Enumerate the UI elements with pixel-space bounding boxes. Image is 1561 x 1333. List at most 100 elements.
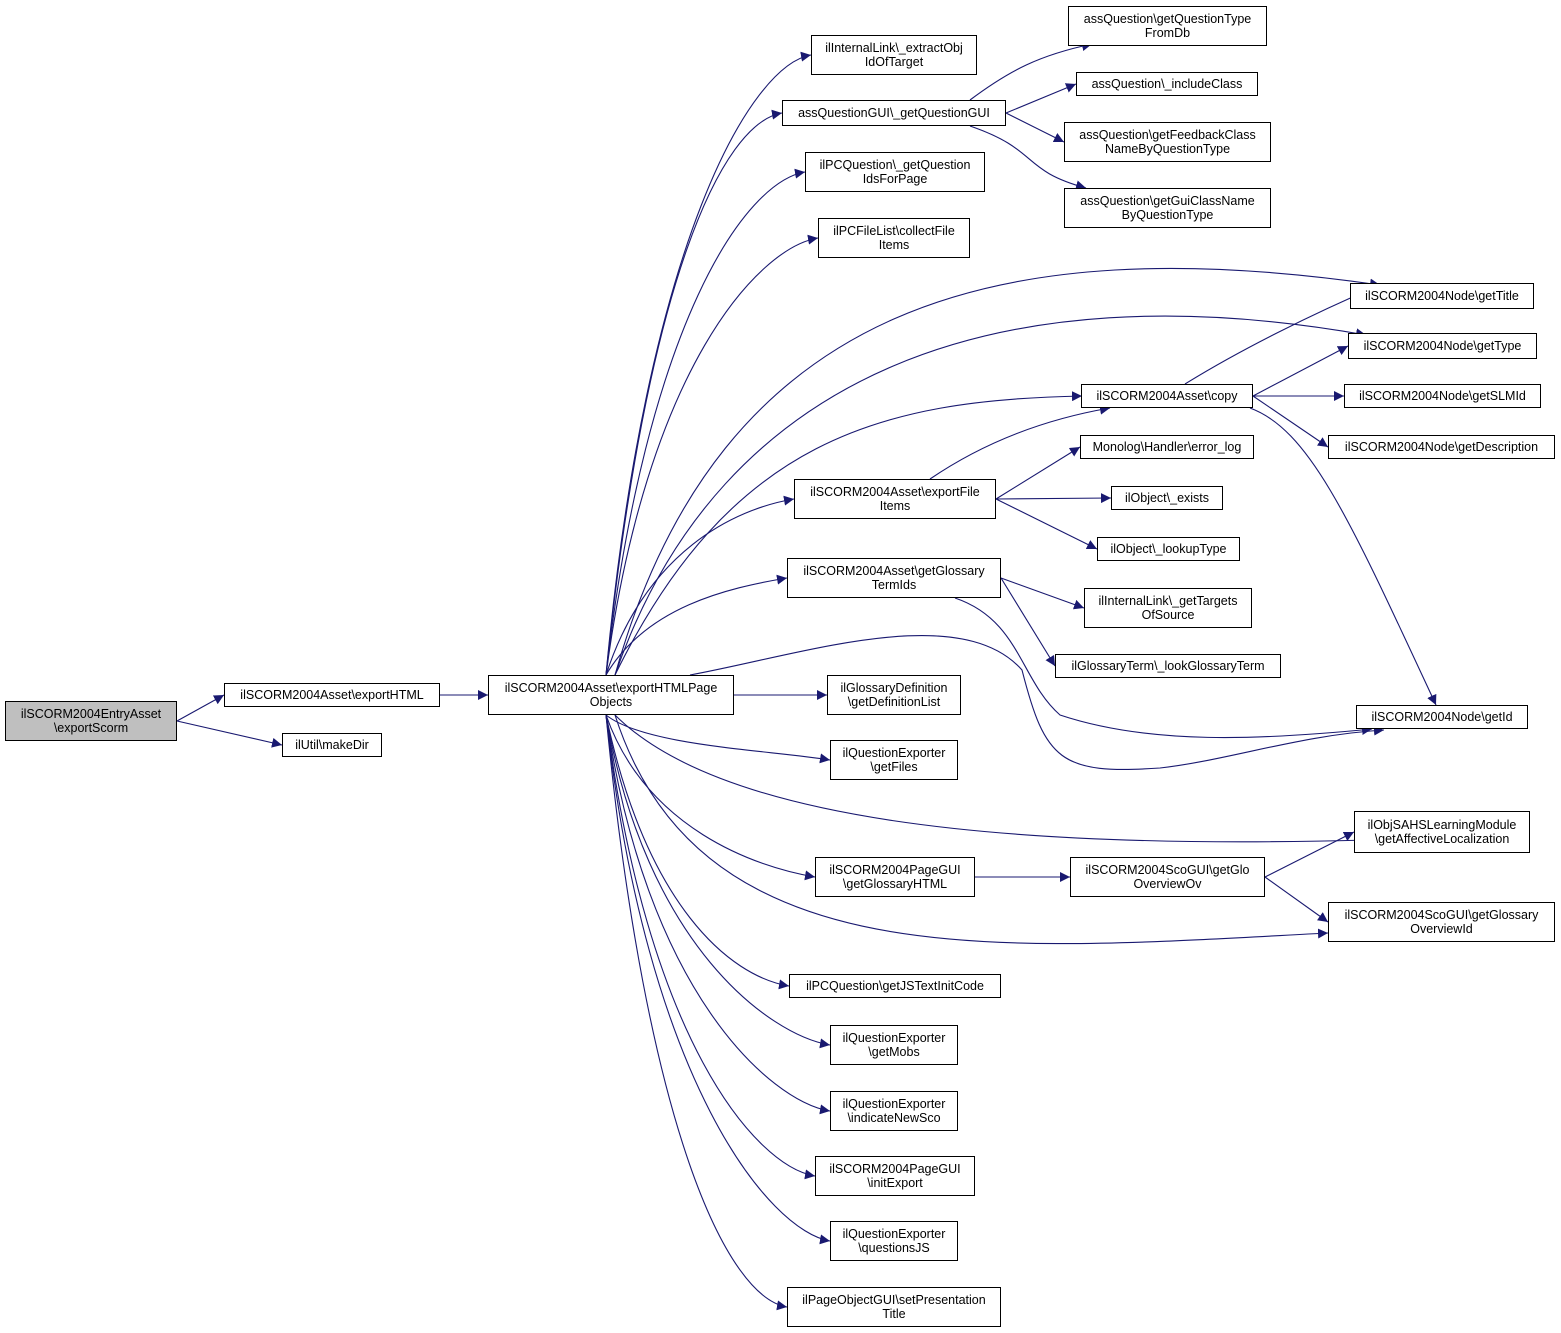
node-label-line: ilQuestionExporter [842, 1096, 946, 1111]
node-label-line: IdOfTarget [864, 55, 924, 69]
node-questionsJS[interactable]: ilQuestionExporter\questionsJS [830, 1221, 958, 1261]
node-label-line: \getAffectiveLocalization [1374, 832, 1510, 846]
node-makeDir[interactable]: ilUtil\makeDir [282, 733, 382, 757]
node-getId[interactable]: ilSCORM2004Node\getId [1356, 705, 1528, 729]
node-label-line: assQuestionGUI\_getQuestionGUI [798, 105, 990, 120]
node-label-line: \getFiles [870, 760, 918, 774]
node-errorLog[interactable]: Monolog\Handler\error_log [1080, 435, 1254, 459]
node-label-line: ilSCORM2004Asset\exportFile [810, 484, 980, 499]
node-label-line: ilGlossaryDefinition [840, 680, 948, 695]
node-label-line: ilSCORM2004PageGUI [829, 862, 961, 877]
node-label-line: OverviewId [1410, 922, 1473, 936]
node-lookupType[interactable]: ilObject\_lookupType [1097, 537, 1240, 561]
node-label-line: ilPCFileList\collectFile [833, 223, 955, 238]
node-label-line: ilObjSAHSLearningModule [1367, 817, 1517, 832]
node-label-line: assQuestion\getGuiClassName [1080, 193, 1255, 208]
edge-getQuestionGUI-to-getGuiClassName [969, 125, 1087, 191]
node-label-line: ilSCORM2004ScoGUI\getGlo [1085, 862, 1250, 877]
edge-exportHTMLPageObjects-to-indicateNewSco [605, 714, 831, 1115]
node-label-line: ilPageObjectGUI\setPresentation [802, 1292, 986, 1307]
node-label-line: \questionsJS [858, 1241, 930, 1255]
node-getGlossaryHTML[interactable]: ilSCORM2004PageGUI\getGlossaryHTML [815, 857, 975, 897]
node-label-line: ilSCORM2004Asset\exportHTML [240, 687, 424, 702]
edge-exportHTMLPageObjects-to-getTitle [614, 267, 1381, 676]
edge-exportFileItems-to-lookupType [995, 498, 1098, 550]
edge-getGloOverviewOv-to-getGlossaryOverviewId [1264, 876, 1329, 923]
node-label-line: OverviewOv [1133, 877, 1202, 891]
node-label-line: FromDb [1144, 26, 1191, 40]
node-label-line: ilInternalLink\_getTargets [1098, 593, 1238, 608]
node-label-line: ilSCORM2004Asset\copy [1096, 388, 1238, 403]
node-getMobs[interactable]: ilQuestionExporter\getMobs [830, 1025, 958, 1065]
node-label-line: Monolog\Handler\error_log [1092, 439, 1242, 454]
edge-getQuestionGUI-to-includeClass [1005, 83, 1077, 114]
edge-exportHTMLPageObjects-to-collectFileItems [605, 234, 819, 676]
node-label-line: ilUtil\makeDir [295, 737, 369, 752]
node-label-line: \getMobs [868, 1045, 920, 1059]
edge-getGlossaryTermIds-to-getTargetsOfSource [1000, 577, 1085, 610]
node-label-line: \exportScorm [53, 721, 129, 735]
edge-getQuestionGUI-to-getQuestionTypeFromDb [969, 41, 1093, 101]
node-label-line: Objects [589, 695, 633, 709]
node-label-line: ByQuestionType [1121, 208, 1214, 222]
node-label-line: TermIds [871, 578, 917, 592]
node-root[interactable]: ilSCORM2004EntryAsset\exportScorm [5, 701, 177, 741]
edge-exportHTMLPageObjects-to-getId [689, 635, 1385, 771]
edge-copy-to-getType [1252, 345, 1349, 397]
node-getDescription[interactable]: ilSCORM2004Node\getDescription [1328, 435, 1555, 459]
node-copy[interactable]: ilSCORM2004Asset\copy [1081, 384, 1253, 408]
edge-exportFileItems-to-errorLog [995, 446, 1081, 500]
node-label-line: Title [882, 1307, 906, 1321]
node-label-line: ilSCORM2004ScoGUI\getGlossary [1344, 907, 1539, 922]
node-getFiles[interactable]: ilQuestionExporter\getFiles [830, 740, 958, 780]
node-label-line: \indicateNewSco [847, 1111, 941, 1125]
node-label-line: ilObject\_lookupType [1110, 541, 1227, 556]
node-label-line: ilSCORM2004PageGUI [829, 1161, 961, 1176]
edge-exportHTMLPageObjects-to-extractObjIdOfTarget [605, 51, 812, 676]
node-exists[interactable]: ilObject\_exists [1111, 486, 1223, 510]
edge-getGlossaryTermIds-to-getId [954, 597, 1373, 739]
edge-exportHTMLPageObjects-to-getType [614, 315, 1367, 676]
node-label-line: Items [878, 238, 910, 252]
node-getDefinitionList[interactable]: ilGlossaryDefinition\getDefinitionList [827, 675, 961, 715]
edge-exportHTMLPageObjects-to-exportFileItems [605, 495, 795, 676]
node-initExport[interactable]: ilSCORM2004PageGUI\initExport [815, 1156, 975, 1196]
node-getSLMId[interactable]: ilSCORM2004Node\getSLMId [1344, 384, 1541, 408]
node-label-line: ilSCORM2004Node\getTitle [1365, 288, 1519, 303]
node-label-line: OfSource [1141, 608, 1195, 622]
node-lookGlossaryTerm[interactable]: ilGlossaryTerm\_lookGlossaryTerm [1055, 654, 1281, 678]
node-includeClass[interactable]: assQuestion\_includeClass [1076, 72, 1258, 96]
edge-getGloOverviewOv-to-getAffectiveLocalization [1264, 831, 1355, 878]
node-label-line: ilSCORM2004Node\getDescription [1344, 439, 1539, 454]
edge-exportHTMLPageObjects-to-questionsJS [605, 714, 831, 1245]
node-getQuestionGUI[interactable]: assQuestionGUI\_getQuestionGUI [782, 100, 1006, 126]
node-indicateNewSco[interactable]: ilQuestionExporter\indicateNewSco [830, 1091, 958, 1131]
edge-exportHTMLPageObjects-to-setPresentationTitle [605, 714, 788, 1311]
node-getTitle[interactable]: ilSCORM2004Node\getTitle [1350, 283, 1534, 309]
edge-copy-to-getId [1249, 407, 1437, 706]
node-getAffectiveLocalization[interactable]: ilObjSAHSLearningModule\getAffectiveLoca… [1354, 811, 1530, 853]
edge-getGlossaryTermIds-to-lookGlossaryTerm [1000, 577, 1056, 667]
node-getJSTextInitCode[interactable]: ilPCQuestion\getJSTextInitCode [789, 974, 1001, 998]
edge-exportFileItems-to-copy [929, 404, 1111, 480]
node-label-line: ilGlossaryTerm\_lookGlossaryTerm [1071, 658, 1265, 673]
edge-exportHTMLPageObjects-to-getAffectiveLocalization [614, 714, 1369, 846]
node-exportHTML[interactable]: ilSCORM2004Asset\exportHTML [224, 683, 440, 707]
edge-exportHTMLPageObjects-to-getJSTextInitCode [605, 714, 790, 990]
node-getType[interactable]: ilSCORM2004Node\getType [1348, 333, 1537, 359]
